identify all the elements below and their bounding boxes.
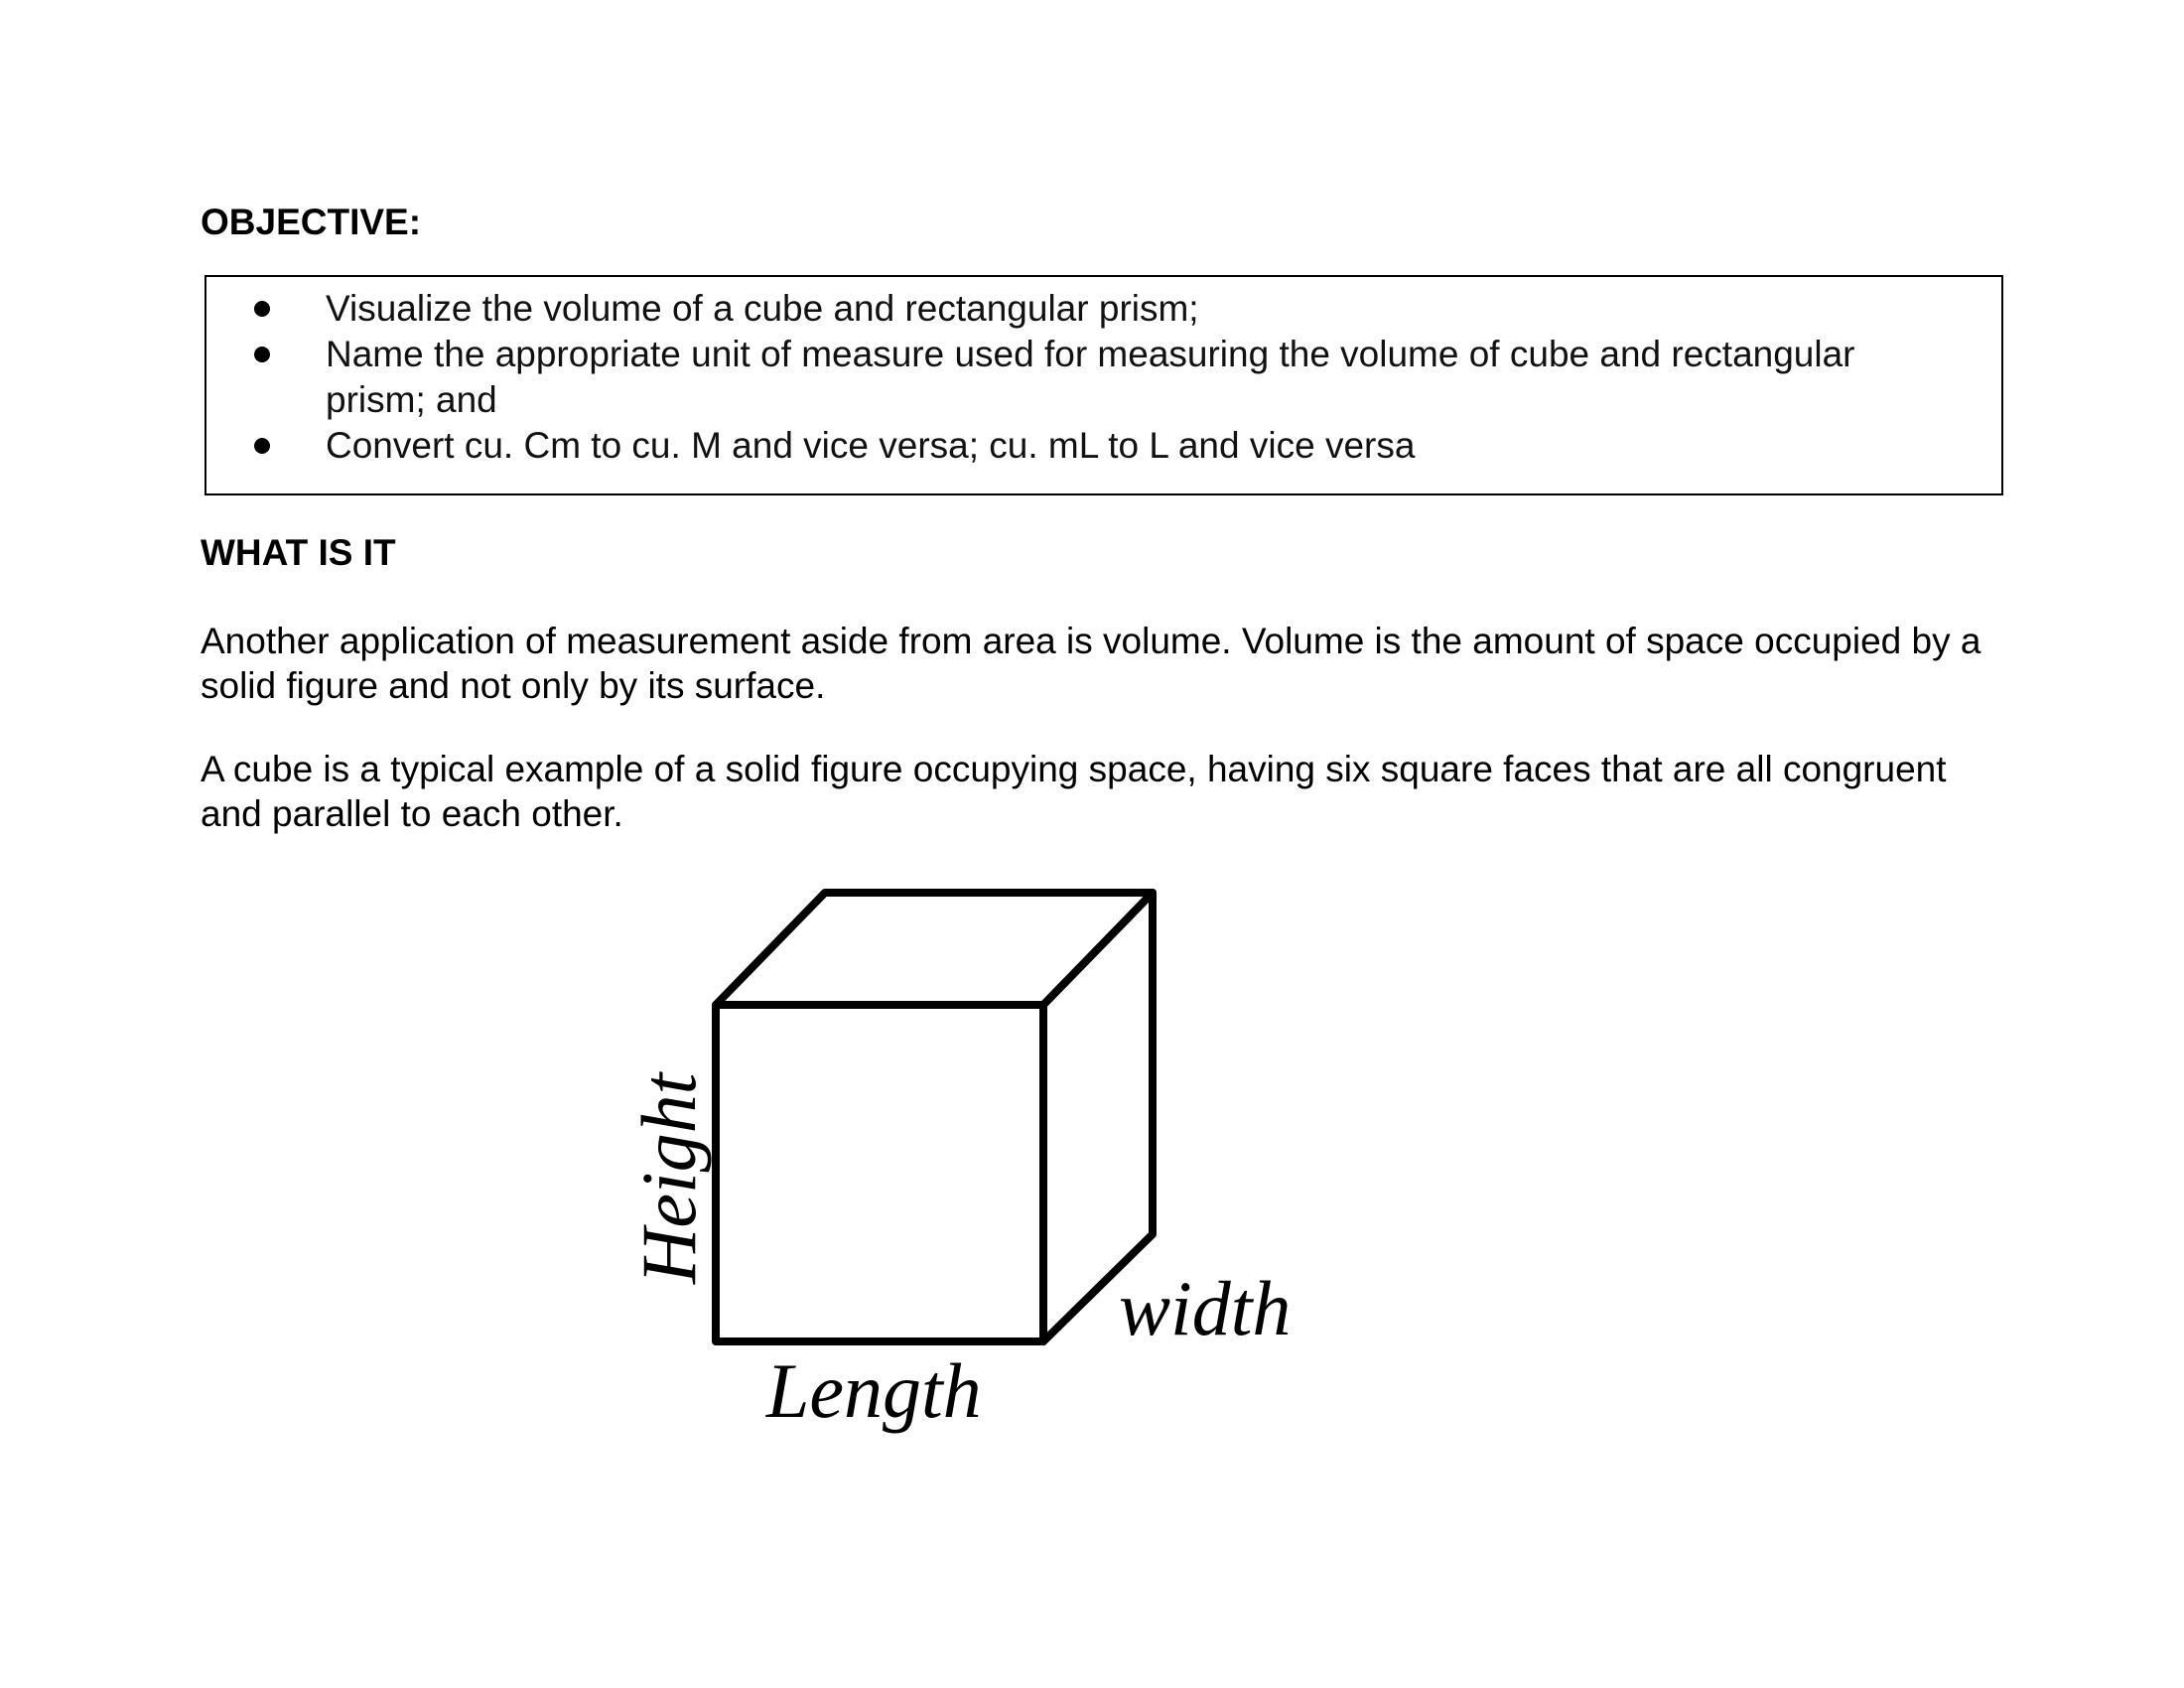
paragraph-volume-definition: Another application of measurement aside… [201, 621, 1981, 706]
cube-top-face [712, 889, 1157, 1009]
cube-side-face [1039, 889, 1157, 1345]
bullet-icon [254, 301, 270, 317]
objective-box: Visualize the volume of a cube and recta… [205, 275, 2003, 495]
bullet-icon [254, 438, 270, 454]
paragraph-cube-description: A cube is a typical example of a solid f… [201, 749, 1947, 834]
objective-heading: OBJECTIVE: [201, 202, 422, 242]
objective-item: Visualize the volume of a cube and recta… [206, 286, 2001, 332]
height-label: Height [625, 1070, 712, 1285]
length-label: Length [765, 1347, 982, 1434]
width-label: width [1119, 1265, 1291, 1351]
objective-list: Visualize the volume of a cube and recta… [206, 286, 2001, 469]
bullet-icon [254, 347, 270, 362]
objective-item-text: Name the appropriate unit of measure use… [326, 334, 1855, 420]
cube-front-face [712, 1001, 1047, 1345]
objective-item-text: Convert cu. Cm to cu. M and vice versa; … [326, 425, 1416, 466]
objective-item: Name the appropriate unit of measure use… [206, 332, 2001, 423]
objective-item: Convert cu. Cm to cu. M and vice versa; … [206, 423, 2001, 469]
objective-item-text: Visualize the volume of a cube and recta… [326, 288, 1199, 329]
what-is-it-heading: WHAT IS IT [201, 532, 396, 573]
cube-diagram: Height Length width [625, 889, 1291, 1434]
cube-figure: Height Length width [596, 864, 1350, 1440]
